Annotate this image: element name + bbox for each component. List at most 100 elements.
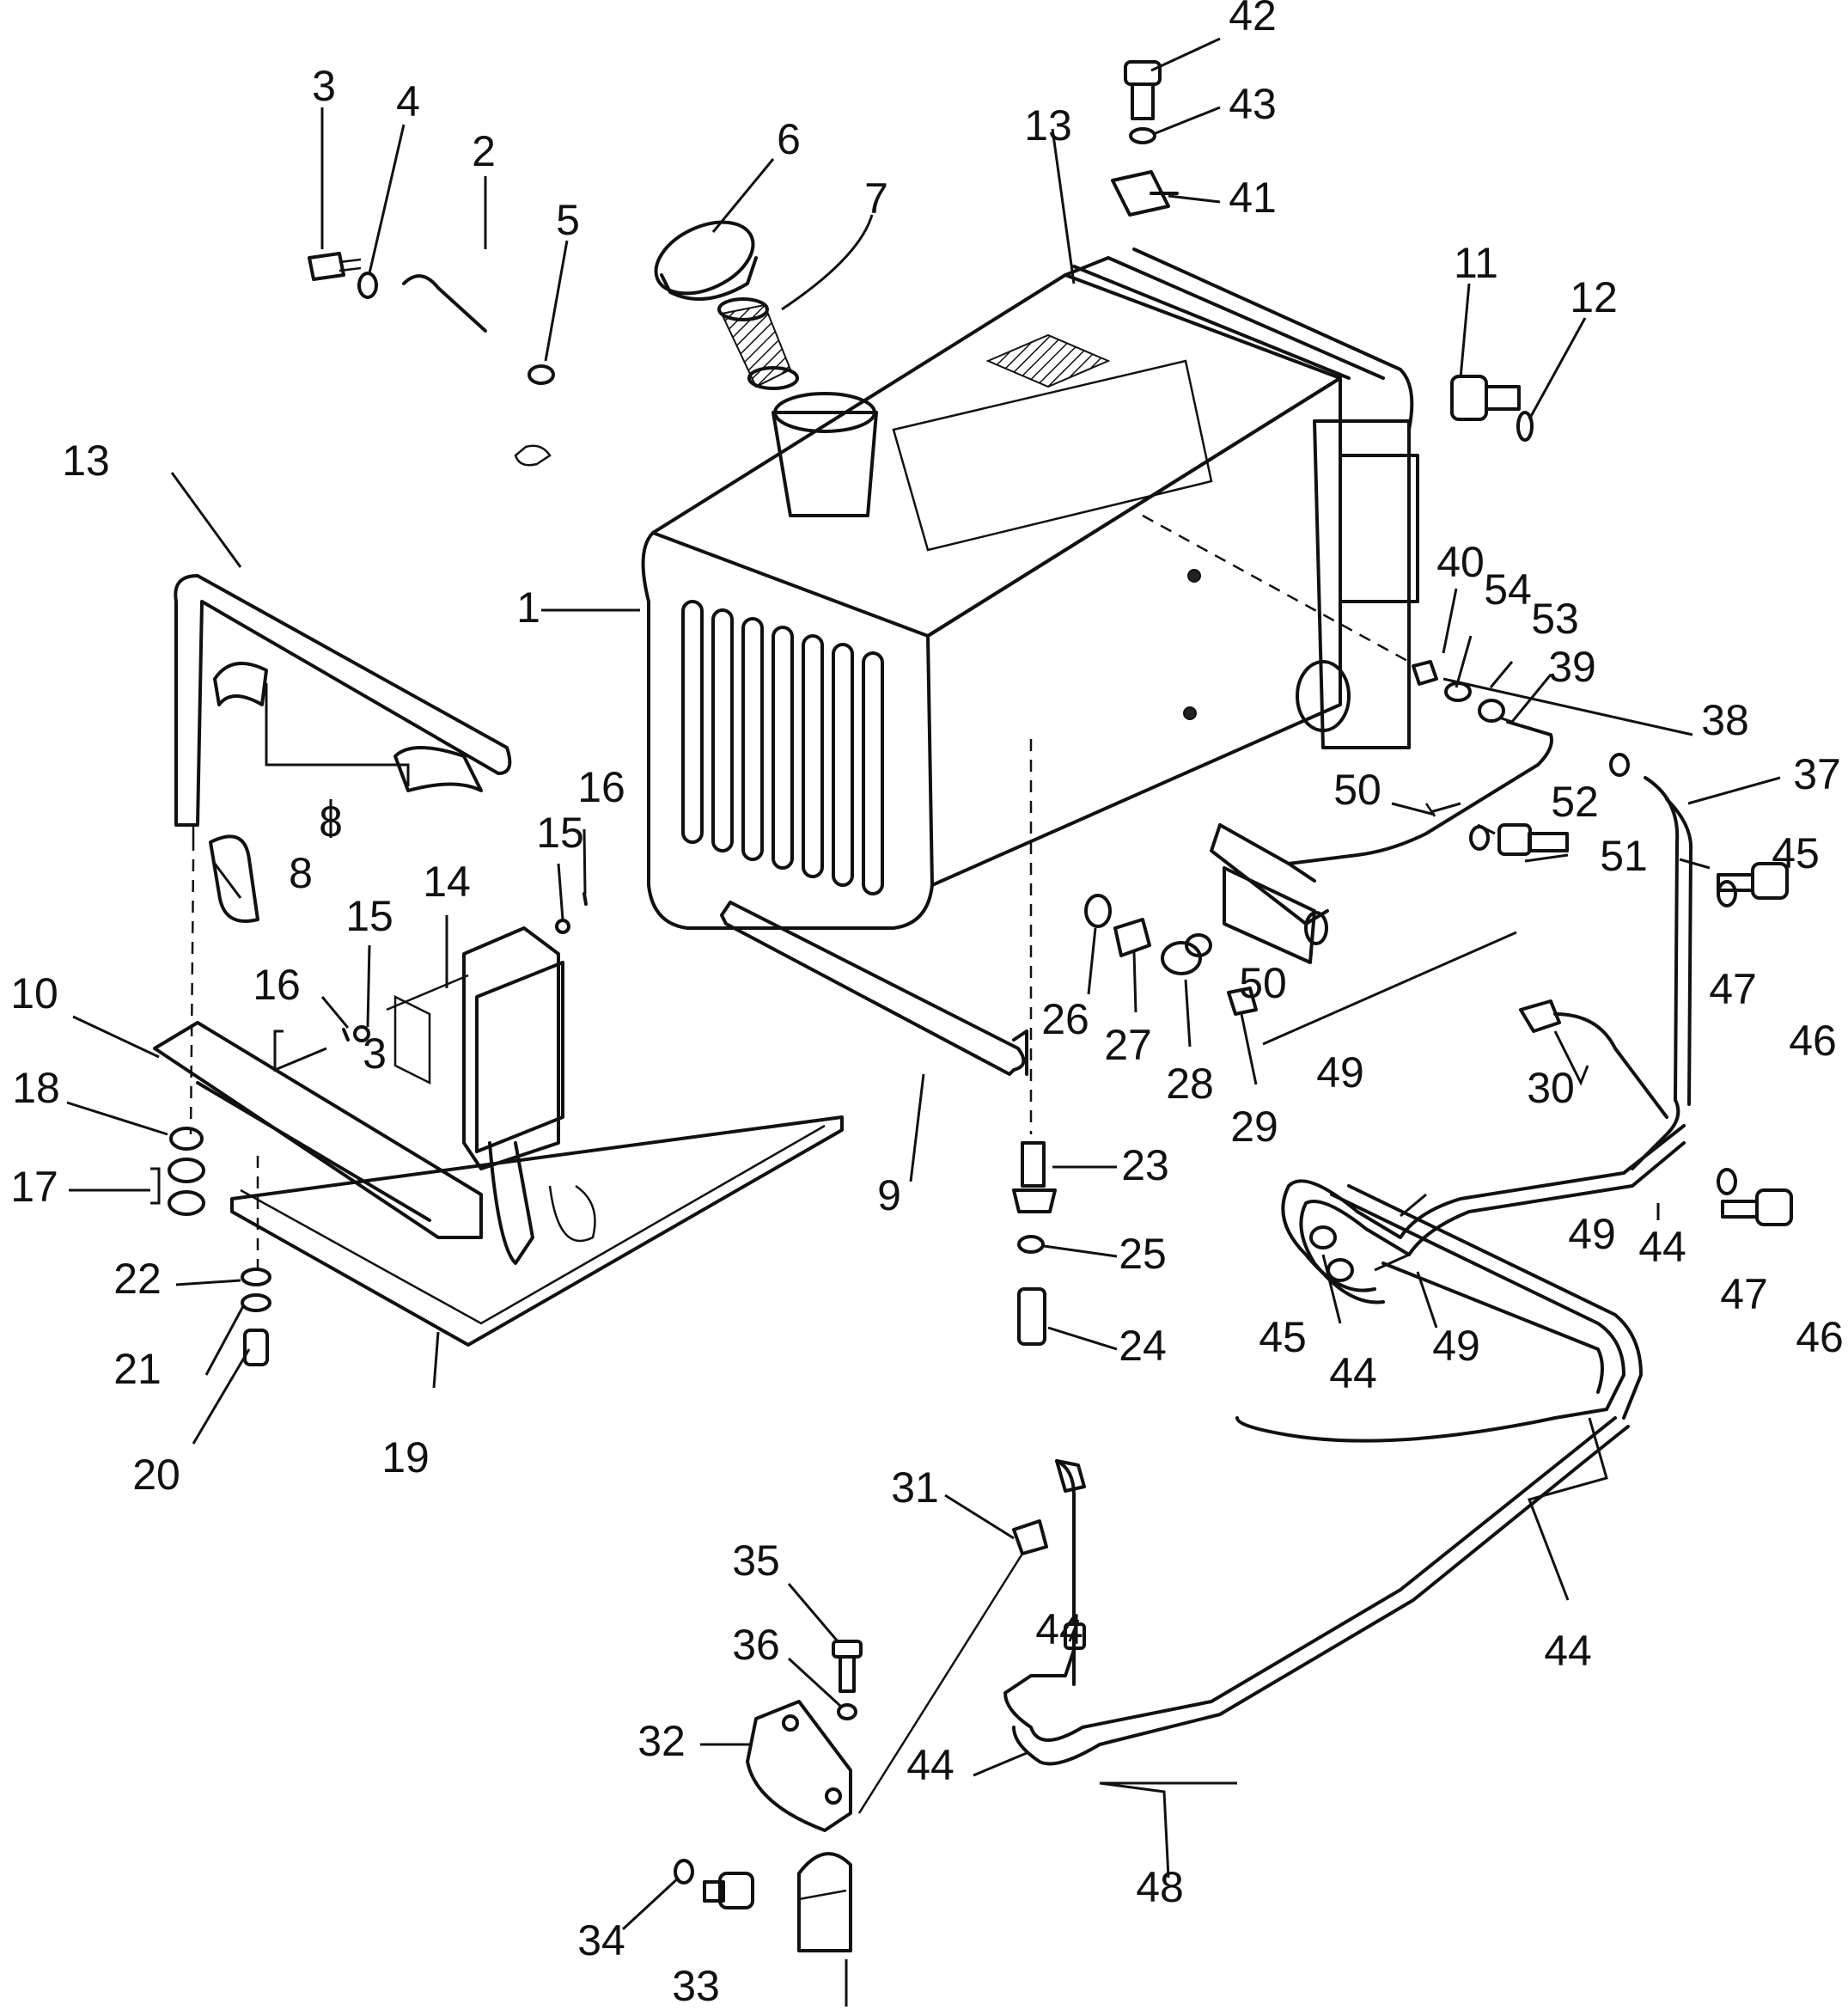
- callout-23: 23: [1121, 1141, 1169, 1189]
- callout-6: 6: [777, 115, 801, 163]
- base-plate-19: [230, 1115, 844, 1347]
- callout-17: 17: [10, 1163, 58, 1211]
- callout-49c: 49: [1432, 1322, 1480, 1370]
- callout-47a: 47: [1709, 965, 1757, 1013]
- callout-54: 54: [1484, 565, 1532, 614]
- washer-34: [674, 1859, 694, 1885]
- callout-4: 4: [396, 77, 420, 125]
- callout-11: 11: [1454, 239, 1498, 287]
- callout-7: 7: [864, 174, 888, 223]
- callout-8: 8: [319, 797, 343, 846]
- tube-37: [1631, 776, 1693, 1170]
- support-14: [386, 926, 596, 1265]
- tank-front-grille: [681, 600, 884, 895]
- callout-16: 16: [577, 763, 625, 811]
- callout-labels: 1 2 3 3 4 5 6 7 8 8 9 10 11 12 13 13 14 …: [10, 0, 1844, 2010]
- callout-25: 25: [1119, 1230, 1167, 1278]
- bolt-46b: [1721, 1188, 1793, 1226]
- callout-44c: 44: [1544, 1627, 1592, 1675]
- callout-47b: 47: [1720, 1270, 1768, 1318]
- callout-48: 48: [1136, 1863, 1184, 1911]
- callout-2: 2: [472, 127, 496, 175]
- callout-49b: 49: [1568, 1210, 1616, 1258]
- callout-40: 40: [1436, 538, 1485, 586]
- callout-29: 29: [1230, 1103, 1278, 1151]
- callout-21: 21: [113, 1345, 162, 1393]
- callout-35: 35: [732, 1537, 780, 1585]
- bolt-33: [703, 1872, 754, 1909]
- callout-34: 34: [577, 1916, 625, 1964]
- callout-38: 38: [1701, 696, 1749, 744]
- bolt-42: [1124, 60, 1162, 120]
- tube-39: [1210, 720, 1553, 945]
- callout-13: 13: [1024, 101, 1072, 150]
- callout-16b: 16: [253, 961, 301, 1009]
- callout-46a: 46: [1789, 1017, 1837, 1065]
- drain-fittings: [1012, 739, 1258, 1346]
- callout-20: 20: [132, 1451, 180, 1499]
- filler-strainer: [717, 297, 799, 390]
- tank-side-bracket: [1296, 419, 1419, 749]
- callout-44d: 44: [1035, 1605, 1083, 1653]
- washer-36: [837, 1703, 857, 1720]
- rubber-strip-9: [720, 901, 1028, 1076]
- callout-45a: 45: [1772, 829, 1820, 877]
- bracket-hardware: [168, 858, 588, 1366]
- callout-26: 26: [1041, 995, 1089, 1043]
- callout-39: 39: [1548, 643, 1596, 691]
- callout-46b: 46: [1796, 1313, 1844, 1361]
- callout-3: 3: [312, 62, 336, 110]
- pipe-48: [1003, 1416, 1630, 1766]
- clamp-41: [1111, 170, 1179, 217]
- leader-lines: [66, 37, 1781, 2007]
- callout-44e: 44: [906, 1741, 954, 1789]
- callout-36: 36: [732, 1621, 780, 1669]
- callout-32: 32: [637, 1717, 686, 1765]
- washer-12: [1516, 411, 1534, 442]
- filler-cap: [654, 220, 758, 301]
- tube-30: [1262, 931, 1668, 1119]
- callout-41: 41: [1229, 174, 1277, 222]
- callout-5: 5: [556, 196, 580, 244]
- callout-8b: 8: [289, 849, 313, 897]
- clamp-50: [1223, 803, 1436, 964]
- filter-bracket-32: [746, 1700, 852, 1832]
- callout-13b: 13: [62, 437, 110, 485]
- callout-28: 28: [1166, 1060, 1214, 1108]
- callout-1: 1: [516, 583, 540, 632]
- callout-51: 51: [1600, 832, 1648, 880]
- strap-13-left: [174, 574, 512, 851]
- callout-44a: 44: [1638, 1223, 1686, 1271]
- callout-22: 22: [113, 1255, 162, 1303]
- callout-31: 31: [891, 1463, 939, 1512]
- callout-30: 30: [1527, 1064, 1575, 1112]
- level-gauge-parts: [308, 252, 555, 467]
- bolt-35: [832, 1640, 863, 1693]
- callout-45b: 45: [1259, 1313, 1307, 1361]
- callout-19: 19: [381, 1433, 430, 1482]
- fuel-tank: [641, 265, 1351, 930]
- washer-47b: [1717, 1168, 1737, 1195]
- callout-33: 33: [672, 1962, 720, 2010]
- callout-27: 27: [1104, 1021, 1152, 1069]
- callout-15: 15: [536, 809, 584, 857]
- callout-9: 9: [877, 1171, 901, 1219]
- fitting-31: [857, 1519, 1048, 1814]
- callout-52: 52: [1551, 778, 1599, 826]
- callout-43: 43: [1229, 80, 1277, 128]
- callout-18: 18: [12, 1064, 60, 1112]
- callout-37: 37: [1793, 750, 1841, 798]
- bolt-11: [1450, 375, 1521, 421]
- strap-13-top: [1064, 247, 1414, 431]
- callout-44b: 44: [1329, 1349, 1377, 1397]
- callout-10: 10: [10, 969, 58, 1017]
- callout-3b: 3: [363, 1029, 387, 1078]
- callout-42: 42: [1229, 0, 1277, 40]
- callout-14: 14: [423, 858, 471, 906]
- callout-12: 12: [1570, 273, 1618, 321]
- callout-53: 53: [1531, 595, 1579, 643]
- callout-50b: 50: [1239, 959, 1287, 1007]
- bolt-51: [1497, 823, 1569, 856]
- rubber-pad-8: [209, 662, 483, 923]
